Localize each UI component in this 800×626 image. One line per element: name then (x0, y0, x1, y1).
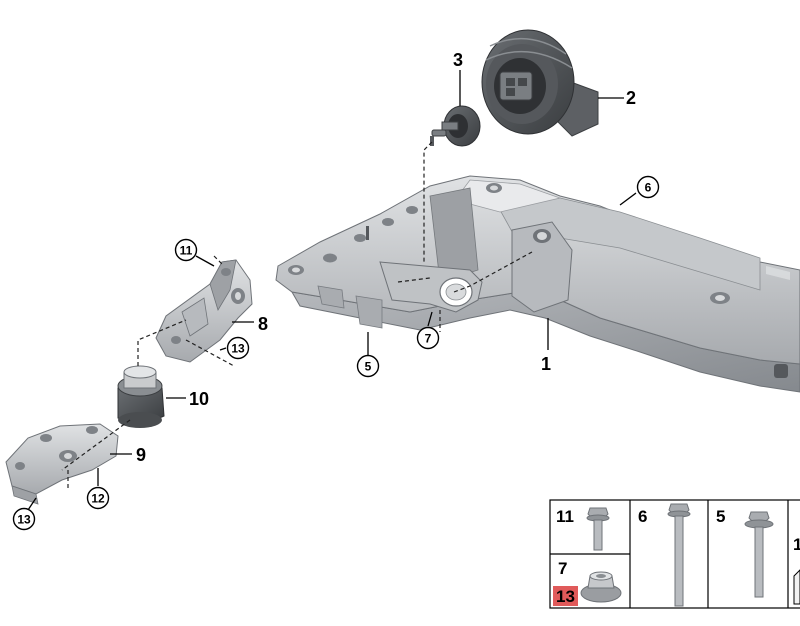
bolt-washer-icon (744, 511, 774, 598)
table-cell-partial-label: 1 (793, 535, 800, 554)
table-cell-13-label: 13 (556, 587, 575, 606)
assembly-lines (61, 141, 533, 488)
bolt-long-icon (667, 503, 691, 607)
rubber-mount-part (481, 29, 599, 137)
upper-bracket-part (155, 259, 253, 363)
partial-part-icon (793, 569, 800, 605)
fasteners-table: 11 7 13 6 5 1 (549, 499, 800, 609)
callout-1: 1 (541, 354, 551, 374)
table-cell-7-label: 7 (558, 559, 567, 578)
callout-5: 5 (365, 360, 372, 374)
callout-labels: 2 3 1 8 10 9 (136, 50, 636, 465)
crossmember-part (275, 175, 800, 393)
callout-12: 12 (91, 492, 105, 506)
callout-6: 6 (645, 181, 652, 195)
callout-10: 10 (189, 389, 209, 409)
circled-callouts: 6 5 7 11 13 12 13 (12, 175, 660, 531)
table-cell-5-label: 5 (716, 507, 725, 526)
callout-11: 11 (180, 244, 193, 258)
callout-8: 8 (258, 314, 268, 334)
flange-nut-icon (580, 571, 622, 603)
bushing-part (117, 365, 165, 428)
table-cell-6-label: 6 (638, 507, 647, 526)
small-mount-part (430, 105, 481, 147)
bolt-short-icon (586, 507, 610, 551)
callout-2: 2 (626, 88, 636, 108)
callout-9: 9 (136, 445, 146, 465)
callout-13-lower: 13 (17, 513, 31, 527)
highlight-badge (553, 586, 578, 606)
callout-3: 3 (453, 50, 463, 70)
lower-bracket-part (5, 423, 119, 505)
callout-13-upper: 13 (231, 342, 245, 356)
leader-lines (27, 70, 637, 511)
table-cell-11-label: 11 (556, 507, 574, 526)
callout-7: 7 (425, 332, 432, 346)
